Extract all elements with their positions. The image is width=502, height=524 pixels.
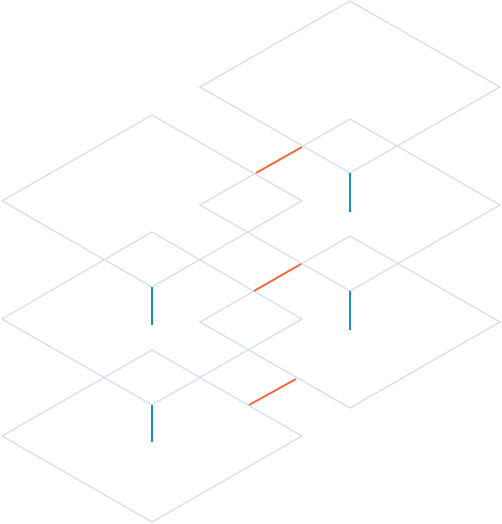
diagonal-connector-1 <box>255 146 303 174</box>
left-stack-layer-3 <box>0 349 304 523</box>
vertical-connectors <box>151 173 351 442</box>
diagonal-connector-2 <box>253 263 302 292</box>
right-stack-layer-3 <box>198 235 502 409</box>
left-stack-layer-1 <box>0 114 304 288</box>
right-stack-layer-1 <box>198 0 502 174</box>
diagonal-connector-3 <box>248 378 297 406</box>
diagonal-connectors <box>248 146 303 406</box>
